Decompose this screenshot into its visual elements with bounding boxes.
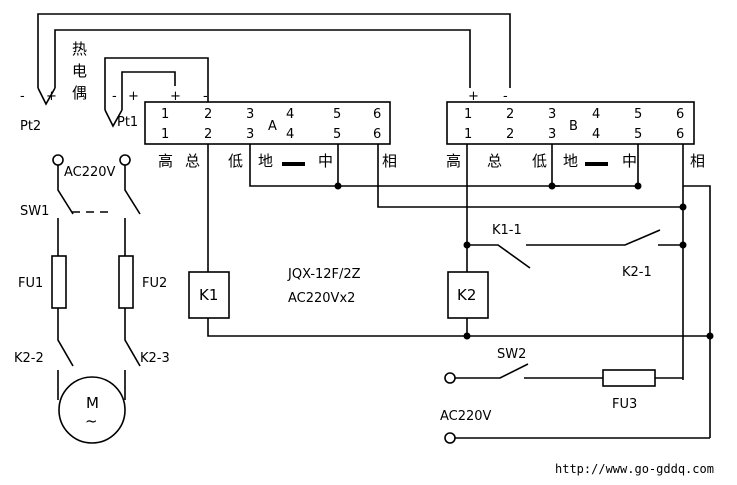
svg-text:3: 3 — [548, 127, 556, 142]
svg-text:中: 中 — [318, 152, 333, 170]
svg-text:1: 1 — [161, 107, 169, 122]
bottom-power: SW2 FU3 AC220V — [440, 347, 656, 444]
fu3-label: FU3 — [612, 397, 637, 412]
svg-text:4: 4 — [592, 107, 600, 122]
svg-text:1: 1 — [464, 107, 472, 122]
junction-dots — [334, 182, 714, 340]
svg-text:3: 3 — [548, 107, 556, 122]
motor: M ~ — [58, 376, 126, 444]
svg-text:2: 2 — [506, 107, 514, 122]
meter-a-terminal-names: 高 总 低 地 中 相 — [158, 152, 397, 170]
meter-b-terminal-names: 高 总 低 地 中 相 — [446, 152, 705, 170]
svg-text:低: 低 — [228, 152, 243, 170]
k2-3-label: K2-3 — [140, 351, 170, 366]
svg-text:4: 4 — [286, 107, 294, 122]
svg-text:1: 1 — [161, 127, 169, 142]
ac-bottom-label: AC220V — [440, 409, 492, 424]
thermocouple-labels: 热 电 偶 - + Pt2 - + Pt1 + - + - — [20, 40, 508, 134]
motor-ac-symbol: ~ — [85, 412, 98, 430]
svg-text:4: 4 — [592, 127, 600, 142]
svg-text:中: 中 — [622, 152, 637, 170]
svg-text:高: 高 — [158, 152, 173, 170]
meter-b-name: B — [569, 119, 578, 134]
svg-text:K1: K1 — [199, 286, 218, 304]
meter-b-terminal-block: 1 2 3 4 5 6 1 2 3 4 5 6 B — [446, 101, 695, 145]
pt1-minus-sign: - — [112, 89, 117, 104]
svg-text:地: 地 — [563, 152, 578, 170]
svg-text:2: 2 — [204, 127, 212, 142]
svg-text:6: 6 — [676, 107, 684, 122]
svg-text:3: 3 — [246, 127, 254, 142]
pt2-plus-sign: + — [46, 89, 57, 104]
thermocouple-wires — [37, 13, 511, 128]
thermocouple-label-1: 热 — [72, 40, 87, 58]
svg-text:总: 总 — [487, 152, 502, 170]
svg-text:5: 5 — [634, 127, 642, 142]
svg-text:高: 高 — [446, 152, 461, 170]
svg-text:5: 5 — [634, 107, 642, 122]
k2-1-label: K2-1 — [622, 265, 652, 280]
svg-text:6: 6 — [373, 127, 381, 142]
motor-label: M — [86, 394, 99, 412]
relay-k2: K2 — [447, 271, 489, 319]
pt1-label: Pt1 — [117, 115, 138, 130]
svg-text:1: 1 — [464, 127, 472, 142]
svg-text:地: 地 — [258, 152, 273, 170]
meter-a-terminal-block: 1 2 3 4 5 6 1 2 3 4 5 6 A — [144, 101, 391, 145]
source-url: http://www.go-gddq.com — [555, 462, 714, 476]
svg-text:K2: K2 — [457, 286, 476, 304]
fu2-label: FU2 — [142, 276, 167, 291]
svg-text:6: 6 — [373, 107, 381, 122]
svg-text:低: 低 — [532, 152, 547, 170]
ac-left-label: AC220V — [64, 165, 116, 180]
thermocouple-label-2: 电 — [72, 62, 87, 80]
thermocouple-label-3: 偶 — [72, 84, 87, 102]
meter-wiring — [207, 144, 711, 439]
pt2-label: Pt2 — [20, 119, 41, 134]
k2-2-label: K2-2 — [14, 351, 44, 366]
svg-text:AC220Vx2: AC220Vx2 — [288, 291, 355, 306]
svg-text:5: 5 — [333, 107, 341, 122]
svg-text:相: 相 — [690, 152, 705, 170]
meter-b-plus-sign: + — [468, 89, 479, 104]
sw1-label: SW1 — [20, 204, 49, 219]
svg-text:2: 2 — [506, 127, 514, 142]
svg-text:5: 5 — [333, 127, 341, 142]
svg-text:6: 6 — [676, 127, 684, 142]
meter-a-minus-sign: - — [203, 89, 208, 104]
meter-a-name: A — [268, 119, 277, 134]
meter-b-minus-sign: - — [503, 89, 508, 104]
svg-text:4: 4 — [286, 127, 294, 142]
fu1-label: FU1 — [18, 276, 43, 291]
sw2-label: SW2 — [497, 347, 526, 362]
svg-text:2: 2 — [204, 107, 212, 122]
meter-a-plus-sign: + — [170, 89, 181, 104]
svg-text:JQX-12F/2Z: JQX-12F/2Z — [287, 267, 361, 282]
svg-text:相: 相 — [382, 152, 397, 170]
k1-1-label: K1-1 — [492, 223, 522, 238]
relay-model-label: JQX-12F/2Z AC220Vx2 — [287, 267, 361, 306]
left-power-chain: AC220V SW1 FU1 FU2 K2-2 K2-3 — [14, 154, 170, 400]
svg-text:总: 总 — [185, 152, 200, 170]
pt1-plus-sign: + — [128, 89, 139, 104]
pt2-minus-sign: - — [20, 89, 25, 104]
relay-k1: K1 — [188, 271, 230, 319]
svg-text:3: 3 — [246, 107, 254, 122]
